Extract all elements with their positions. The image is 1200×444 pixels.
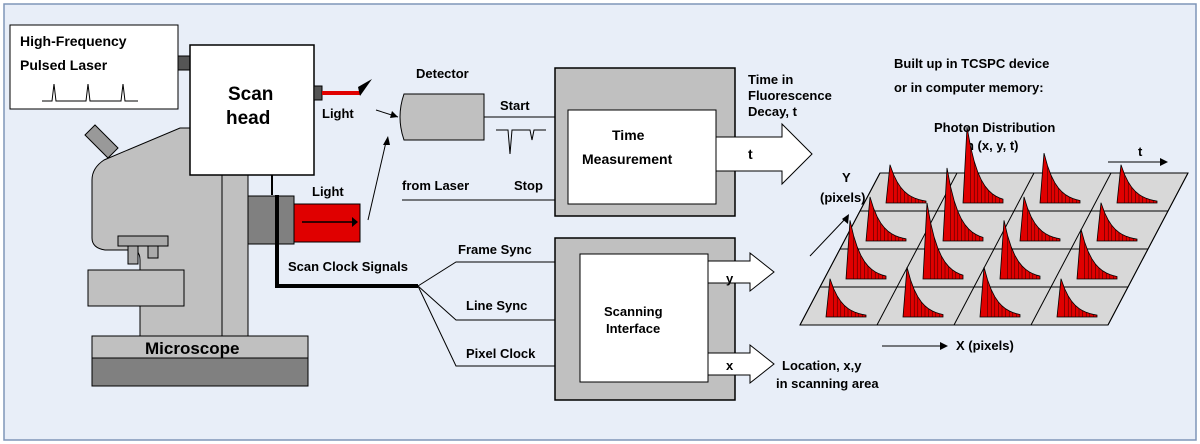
photon-distribution-line2: n (x, y, t): [966, 138, 1018, 153]
light-bottom-label: Light: [312, 184, 344, 199]
x-output-arrow: [707, 343, 775, 385]
time-in-line3: Decay, t: [748, 104, 798, 119]
laser-title-line1: High-Frequency: [20, 33, 127, 49]
laser-pulse-train: [42, 83, 138, 102]
x-axis-label: X (pixels): [956, 338, 1014, 353]
pixel-clock-line: [417, 285, 580, 367]
microscope-base: [91, 355, 309, 387]
microscope-arm: [87, 269, 185, 307]
light-source-arrowhead: [352, 217, 358, 227]
decay-histogram: [885, 164, 927, 204]
pixel-clock-label: Pixel Clock: [466, 346, 536, 361]
decay-histogram: [1019, 196, 1061, 242]
photon-distribution-line1: Photon Distribution: [934, 120, 1055, 135]
time-measurement-inner: [567, 109, 717, 205]
laser-box: [9, 24, 179, 110]
laser-connector: [177, 55, 191, 71]
light-to-detector-arrow-2: [367, 141, 387, 221]
from-laser-label: from Laser: [402, 178, 469, 193]
decay-histogram: [942, 167, 984, 242]
t-output-arrow: [715, 122, 813, 186]
built-up-line2: or in computer memory:: [894, 80, 1044, 95]
photon-distribution-grid: [799, 126, 1189, 326]
decay-histogram: [1039, 152, 1081, 204]
x-arrow-label: x: [726, 358, 734, 373]
decay-histogram: [1096, 202, 1138, 242]
decay-histogram: [865, 196, 907, 242]
microscope-objective: [117, 235, 169, 247]
laser-title-line2: Pulsed Laser: [20, 57, 108, 73]
start-pulse: [496, 129, 546, 155]
scan-clock-cable: [275, 195, 418, 288]
microscope-column: [221, 169, 249, 337]
arrowhead-1: [390, 111, 398, 118]
t-axis-label: t: [1138, 144, 1143, 159]
arrowhead-2: [383, 136, 390, 145]
t-axis-arrowhead: [1160, 158, 1168, 166]
frame-sync-label: Frame Sync: [458, 242, 532, 257]
line-sync-label: Line Sync: [466, 298, 527, 313]
built-up-line1: Built up in TCSPC device: [894, 56, 1049, 71]
x-axis-arrowhead: [940, 342, 948, 350]
detector-icon: [399, 93, 485, 141]
decay-histogram: [922, 202, 964, 280]
time-in-line2: Fluorescence: [748, 88, 832, 103]
y-axis-line2: (pixels): [820, 190, 866, 205]
detector-label: Detector: [416, 66, 469, 81]
location-line2: in scanning area: [776, 376, 879, 391]
scan-head-box: [189, 44, 315, 176]
scan-head-line1: Scan: [228, 84, 273, 105]
scanning-interface-line1: Scanning: [604, 304, 663, 319]
decay-histogram: [845, 220, 887, 280]
microscope-eyepiece: [84, 124, 119, 159]
frame-sync-line: [417, 261, 580, 287]
time-in-line1: Time in: [748, 72, 793, 87]
t-arrow-label: t: [748, 146, 753, 162]
time-measurement-line1: Time: [612, 127, 645, 143]
start-label: Start: [500, 98, 530, 113]
decay-histogram: [999, 220, 1041, 280]
microscope-objective-lens-2: [147, 245, 159, 259]
location-line1: Location, x,y: [782, 358, 862, 373]
line-sync-line: [417, 285, 580, 321]
decay-histogram: [1056, 278, 1098, 318]
filter-block: [247, 195, 295, 245]
light-beam-arrowhead: [358, 79, 372, 96]
decay-histogram: [962, 126, 1004, 204]
scanning-interface-inner: [579, 253, 709, 383]
stop-label: Stop: [514, 178, 543, 193]
decay-histogram: [1076, 228, 1118, 280]
y-axis-line1: Y: [842, 170, 851, 185]
scan-head-line2: head: [226, 108, 270, 129]
microscope-objective-lens-1: [127, 245, 139, 265]
y-output-arrow: [707, 251, 775, 293]
scan-clock-label: Scan Clock Signals: [288, 259, 408, 274]
scanhead-output-port: [313, 85, 323, 101]
decay-histogram: [1116, 164, 1158, 204]
y-axis-arrow: [809, 217, 847, 257]
microscope: Microscope: [84, 124, 309, 387]
decay-histogram: [902, 266, 944, 318]
y-axis-arrowhead: [842, 214, 849, 224]
light-source-box: [293, 203, 361, 243]
time-measurement-line2: Measurement: [582, 151, 673, 167]
y-arrow-label: y: [726, 271, 734, 286]
decay-histogram: [825, 278, 867, 318]
microscope-label: Microscope: [145, 339, 239, 358]
light-top-label: Light: [322, 106, 354, 121]
scanning-interface-line2: Interface: [606, 321, 660, 336]
decay-histogram: [979, 266, 1021, 318]
